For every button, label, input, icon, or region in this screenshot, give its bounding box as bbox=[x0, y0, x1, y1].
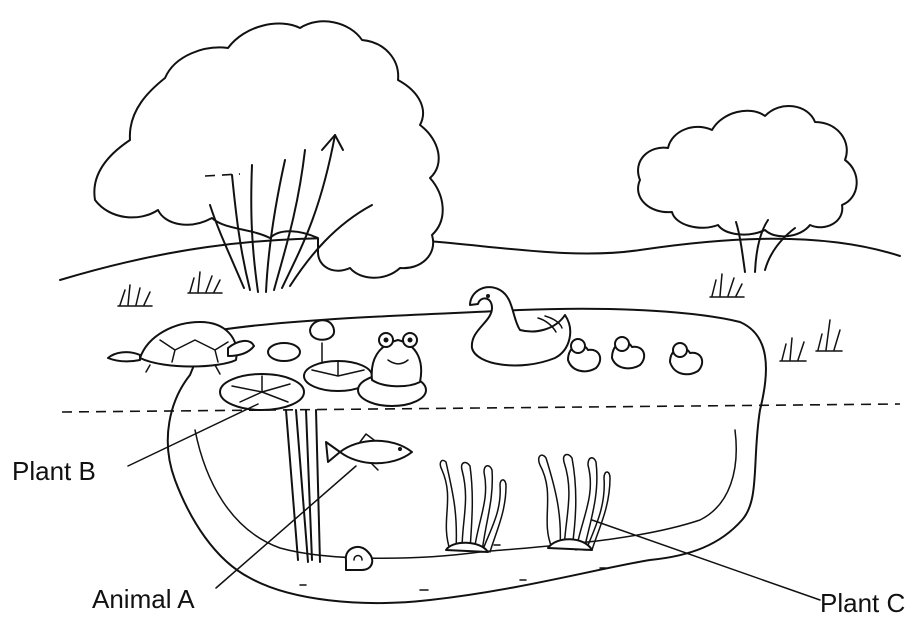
horizon-line bbox=[60, 238, 900, 280]
animal-a-label: Animal A bbox=[92, 584, 195, 615]
frog bbox=[372, 333, 421, 386]
plant-b-label: Plant B bbox=[12, 456, 96, 487]
ducklings bbox=[568, 337, 702, 374]
animal-a-fish bbox=[326, 434, 412, 470]
swan bbox=[470, 287, 570, 365]
snail bbox=[346, 547, 372, 570]
left-tree-canopy bbox=[94, 21, 442, 277]
plant-c-leader-line bbox=[592, 520, 820, 600]
plant-b-leader-line bbox=[128, 404, 258, 466]
plant-c-seaweed bbox=[539, 455, 610, 550]
water-surface-line bbox=[62, 404, 900, 412]
seaweed-left bbox=[440, 460, 506, 552]
turtle bbox=[108, 322, 254, 374]
right-tree-canopy bbox=[638, 106, 857, 236]
animal-a-leader-line bbox=[216, 466, 356, 588]
plant-c-label: Plant C bbox=[820, 588, 905, 619]
